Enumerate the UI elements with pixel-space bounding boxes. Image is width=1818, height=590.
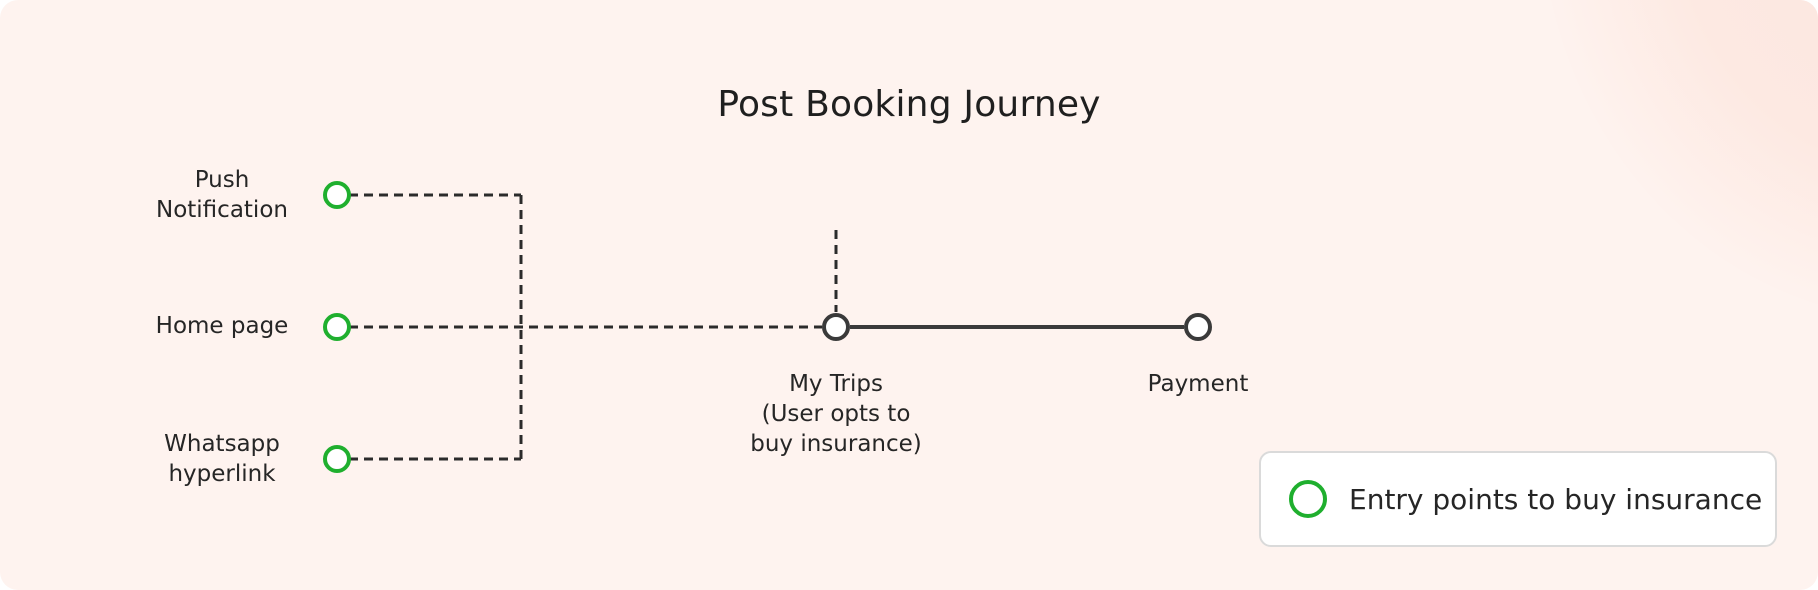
home-entry-node	[323, 313, 351, 341]
entry-point-legend-icon	[1289, 480, 1327, 518]
home-page-label: Home page	[155, 313, 289, 339]
push-entry-node	[323, 181, 351, 209]
push-notification-label: Push Notification	[156, 167, 288, 223]
payment-label: Payment	[1147, 371, 1249, 397]
whatsapp-hyperlink-label: Whatsapp hyperlink	[164, 431, 280, 487]
payment-node	[1184, 313, 1212, 341]
legend: Entry points to buy insurance	[1259, 451, 1777, 547]
legend-label: Entry points to buy insurance	[1349, 482, 1763, 516]
my-trips-node	[822, 313, 850, 341]
whatsapp-entry-node	[323, 445, 351, 473]
diagram-title: Post Booking Journey	[717, 84, 1101, 125]
my-trips-label: My Trips (User opts to buy insurance)	[750, 371, 922, 457]
